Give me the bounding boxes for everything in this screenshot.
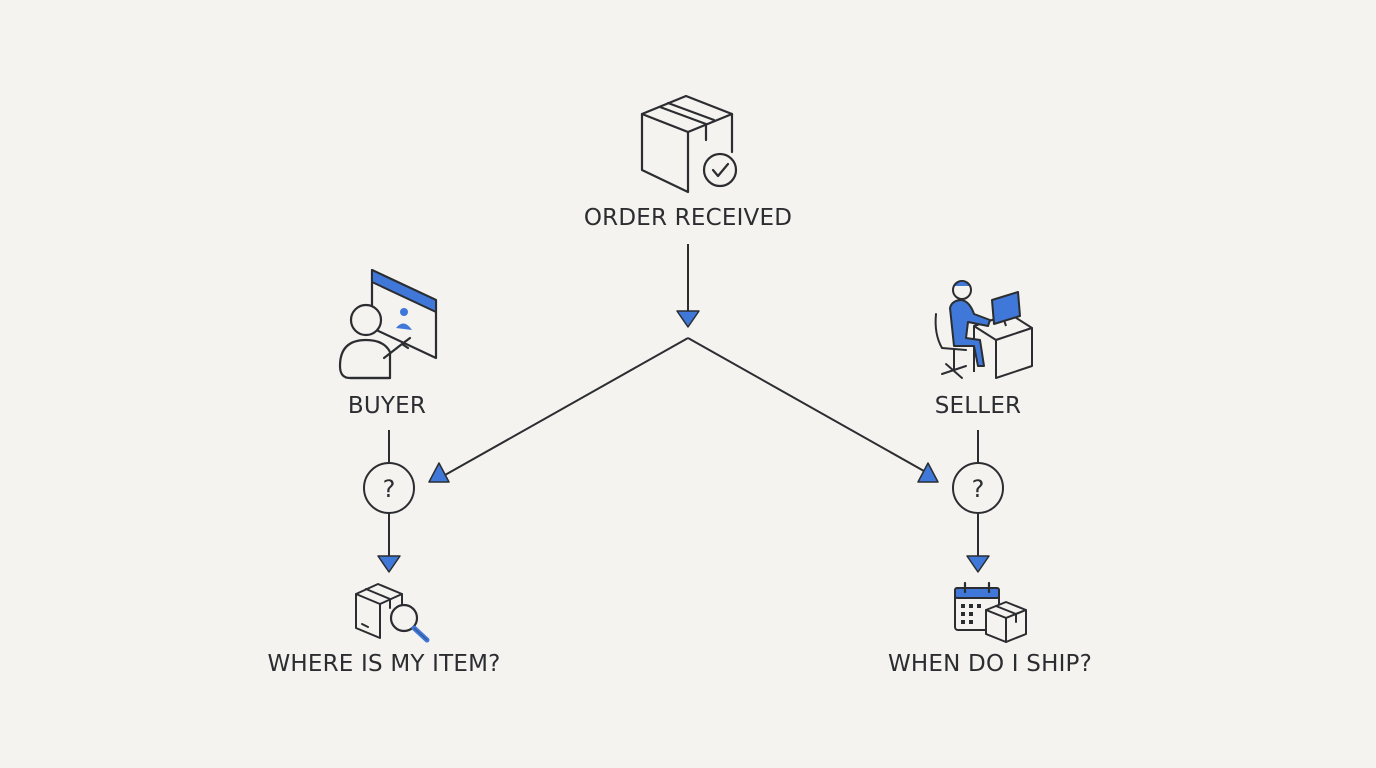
package-search-icon xyxy=(355,583,430,643)
calendar-package-icon xyxy=(954,581,1027,643)
order-received-label: ORDER RECEIVED xyxy=(583,205,793,231)
arrowhead-buyer-branch xyxy=(428,462,450,483)
seller-label: SELLER xyxy=(934,393,1022,419)
seller-at-desk-icon xyxy=(934,280,1033,379)
arrowhead-down-seller xyxy=(966,555,990,573)
buyer-decision-symbol: ? xyxy=(383,475,396,503)
question-circle-icon xyxy=(363,462,415,514)
buyer-at-screen-icon xyxy=(338,268,438,380)
buyer-question-label: WHERE IS MY ITEM? xyxy=(267,651,501,677)
arrowhead-down-order xyxy=(676,310,700,328)
seller-decision-node: ? xyxy=(952,462,1004,514)
connector-split-seller xyxy=(687,337,932,476)
package-check-icon xyxy=(640,94,738,194)
question-circle-icon xyxy=(952,462,1004,514)
arrowhead-down-buyer xyxy=(377,555,401,573)
buyer-label: BUYER xyxy=(347,393,427,419)
connector-split-buyer xyxy=(444,337,689,476)
seller-question-label: WHEN DO I SHIP? xyxy=(887,651,1093,677)
buyer-decision-node: ? xyxy=(363,462,415,514)
arrowhead-seller-branch xyxy=(917,462,939,483)
seller-decision-symbol: ? xyxy=(972,475,985,503)
